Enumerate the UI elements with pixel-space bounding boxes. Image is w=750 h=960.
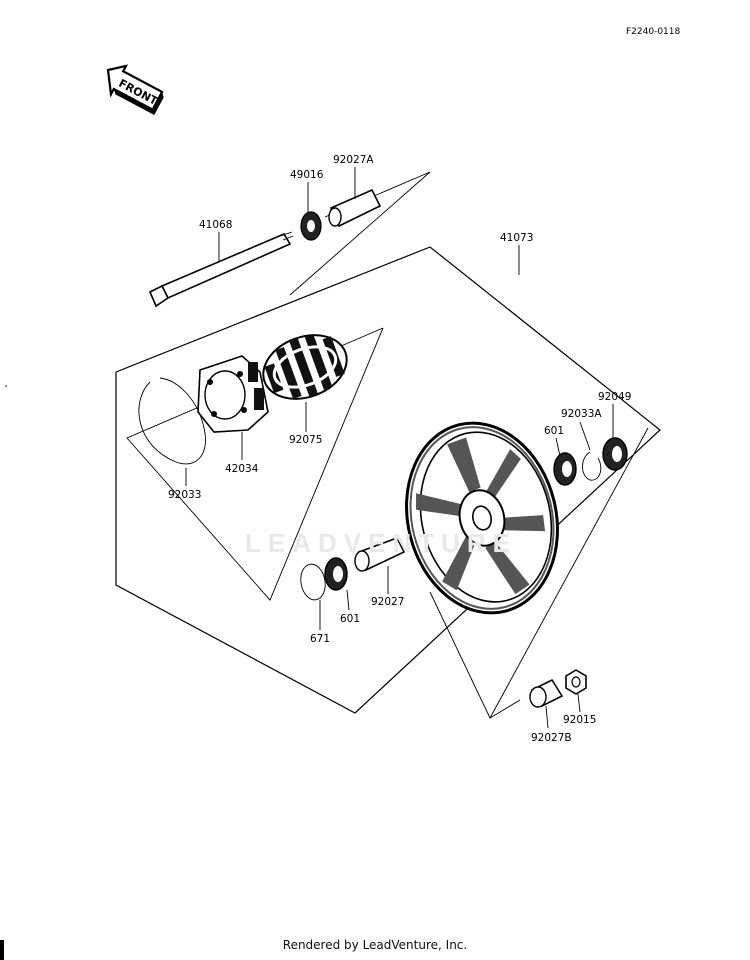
callout-92027: 92027 [371, 596, 404, 608]
washer-49016 [300, 211, 322, 241]
upper-bracket [289, 171, 431, 296]
callout-92015: 92015 [563, 714, 596, 726]
bearing-601-left [324, 557, 348, 591]
hub-42034 [197, 355, 269, 433]
callout-92033: 92033 [168, 489, 201, 501]
watermark: LEADVENTURE [245, 528, 518, 558]
callout-601-left: 601 [340, 613, 360, 625]
callout-42034: 42034 [225, 463, 259, 475]
callout-92027A: 92027A [333, 154, 374, 166]
callout-92049: 92049 [598, 391, 631, 403]
callout-92075: 92075 [289, 434, 322, 446]
axle-41068 [148, 231, 294, 308]
nut-92015 [565, 669, 587, 695]
edge-mark [0, 940, 4, 960]
collar-92027B [529, 678, 564, 708]
damper-92075 [262, 334, 348, 400]
seal-92049 [602, 437, 628, 471]
callout-92027B: 92027B [531, 732, 572, 744]
callout-92033A: 92033A [561, 408, 602, 420]
ring-671 [300, 563, 326, 601]
figure-code: F2240-0118 [626, 27, 681, 37]
lower-bracket [489, 699, 521, 719]
circlip-92033A [582, 451, 602, 481]
sleeve-92027A [328, 188, 382, 228]
callout-41068: 41068 [199, 219, 232, 231]
callout-49016: 49016 [290, 169, 324, 181]
callout-41073: 41073 [500, 232, 533, 244]
collar-92027 [354, 537, 406, 572]
front-arrow-icon: FRONT [106, 64, 164, 116]
bearing-601-right [553, 452, 577, 486]
wheel-41073 [405, 421, 559, 615]
callout-601-right: 601 [544, 425, 564, 437]
assembly-outline [115, 246, 661, 714]
circlip-92033 [138, 377, 206, 465]
footer-credit: Rendered by LeadVenture, Inc. [282, 938, 468, 952]
callout-671: 671 [310, 633, 330, 645]
